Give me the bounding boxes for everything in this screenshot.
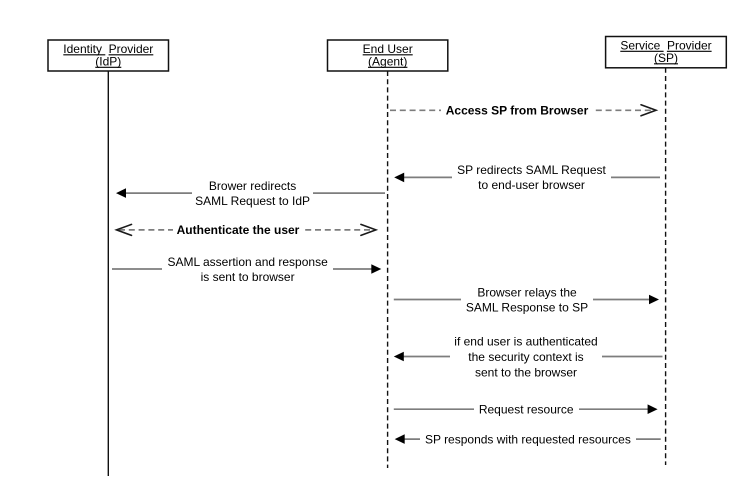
svg-text:if end user is authenticated: if end user is authenticated	[454, 334, 597, 348]
svg-text:the security context is: the security context is	[468, 350, 583, 364]
svg-text:SAML Request to IdP: SAML Request to IdP	[195, 194, 310, 208]
svg-text:Access SP from Browser: Access SP from Browser	[446, 104, 589, 118]
svg-text:SAML assertion and response: SAML assertion and response	[167, 255, 328, 269]
svg-text:Authenticate the user: Authenticate the user	[177, 223, 300, 237]
svg-text:is sent to browser: is sent to browser	[201, 270, 295, 284]
svg-text:Service Provider: Service Provider	[620, 38, 711, 52]
svg-text:(Agent): (Agent)	[368, 54, 407, 68]
svg-text:SP redirects SAML Request: SP redirects SAML Request	[457, 163, 606, 177]
svg-text:Request resource: Request resource	[479, 403, 574, 417]
svg-text:Browser relays the: Browser relays the	[477, 285, 577, 299]
svg-text:End User: End User	[363, 42, 413, 56]
svg-text:to end-user browser: to end-user browser	[478, 178, 585, 192]
svg-text:Brower redirects: Brower redirects	[209, 179, 296, 193]
svg-text:(IdP): (IdP)	[95, 54, 121, 68]
svg-text:SAML Response to SP: SAML Response to SP	[466, 300, 588, 314]
svg-text:sent to the browser: sent to the browser	[475, 365, 577, 379]
svg-text:Identity Provider: Identity Provider	[63, 42, 153, 56]
svg-text:SP responds with requested res: SP responds with requested resources	[425, 432, 631, 446]
svg-text:(SP): (SP)	[654, 51, 678, 65]
